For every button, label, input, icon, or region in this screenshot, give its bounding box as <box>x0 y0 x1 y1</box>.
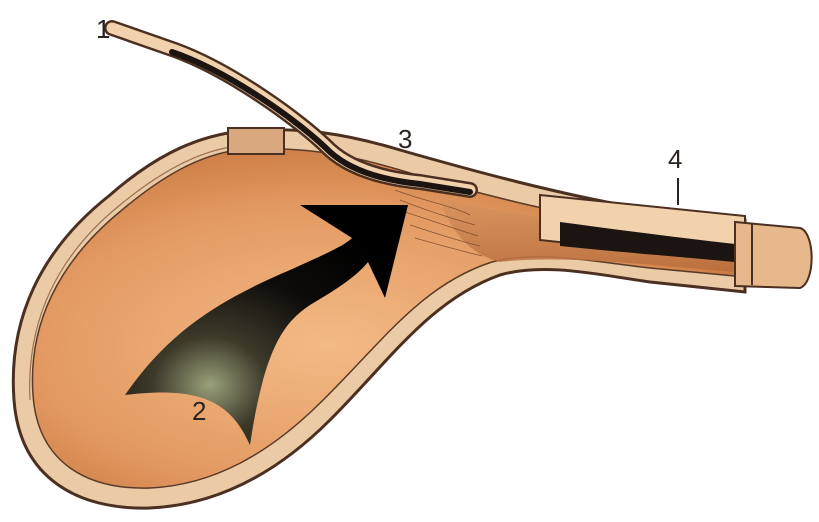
cannula-tip <box>735 222 812 288</box>
label-4: 4 <box>668 144 682 174</box>
organ-cavity <box>32 149 735 488</box>
label-1: 1 <box>96 14 110 44</box>
wall-tissue-block <box>228 128 284 154</box>
label-3: 3 <box>398 124 412 154</box>
label-2: 2 <box>192 396 206 426</box>
